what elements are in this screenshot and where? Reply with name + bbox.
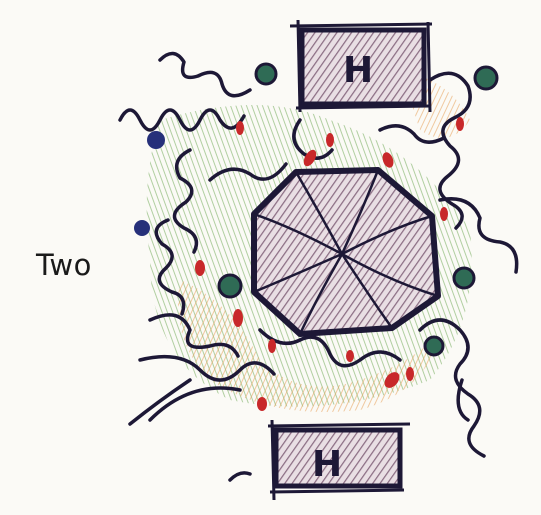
bottom-box: H [268, 420, 410, 500]
bottom-box-letter: H [312, 444, 342, 485]
top-box-letter: H [343, 50, 373, 91]
central-octagon [254, 170, 438, 334]
top-box: H [290, 20, 432, 112]
